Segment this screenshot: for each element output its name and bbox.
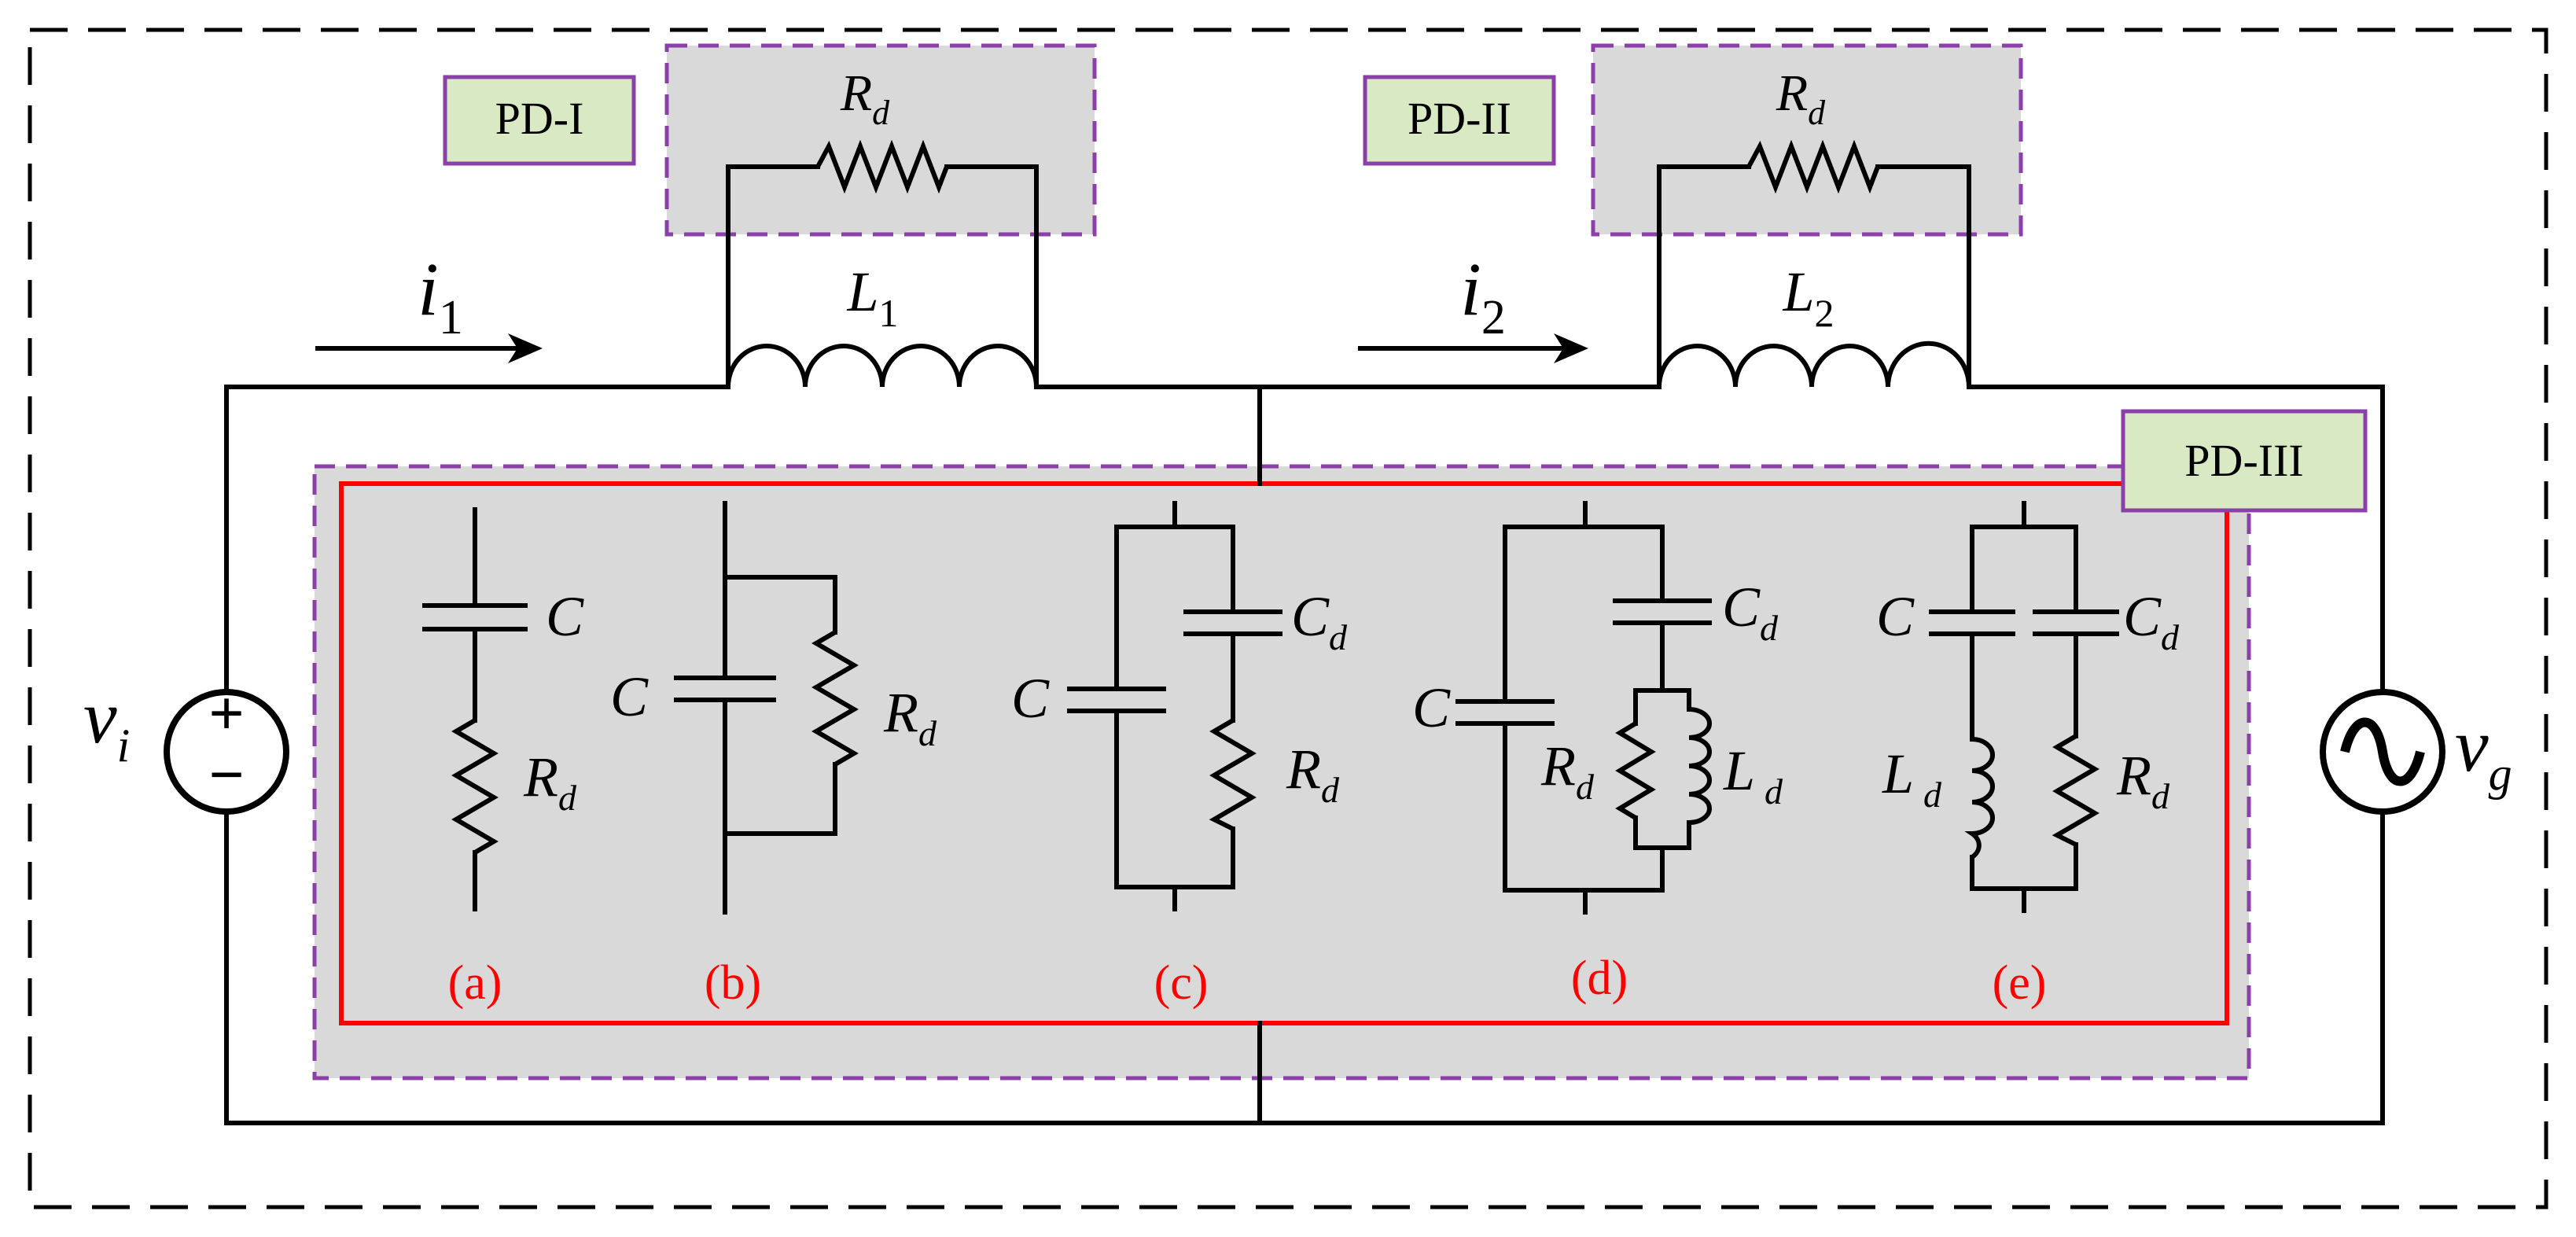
svg-text:PD-II: PD-II [1408,93,1511,144]
svg-text:−: − [208,741,245,810]
i1-arrow [315,333,543,363]
variant-e-cd-label: Cd [2123,585,2180,657]
damping-variants-box [339,481,2229,1025]
variant-c-c-label: C [1011,667,1050,730]
pd1-shade-box [664,43,1097,237]
variant-b-rd-label: Rd [883,681,937,753]
variant-a-tag: (a) [448,956,502,1010]
vg-ac-source [2320,689,2445,815]
variant-d-tag: (d) [1571,952,1628,1005]
variant-b-c-label: C [610,665,649,728]
outer-frame [28,28,2548,1209]
variant-b-tag: (b) [705,956,761,1010]
i2-arrow [1358,333,1588,363]
variant-a-circuit [422,507,528,911]
variant-d-rd-label: Rd [1540,734,1595,807]
variant-e-tag: (e) [1993,956,2047,1010]
pd3-label: PD-III [2121,409,2368,513]
i2-label: i2 [1460,247,1506,344]
variant-c-circuit [1067,501,1282,911]
svg-text:+: + [208,679,245,749]
l1-label: L1 [846,260,898,335]
rd2-resistor [1746,139,1880,194]
svg-text:PD-I: PD-I [495,93,584,144]
rd2-label: Rd [1776,64,1826,132]
variant-b-circuit [674,501,859,915]
variant-e-circuit [1929,501,2119,913]
variant-d-circuit [1455,501,1712,915]
pd3-shade-box [312,464,2251,1081]
rd1-resistor [815,139,949,194]
svg-text:PD-III: PD-III [2184,435,2303,486]
pd2-shade-box [1591,43,2023,237]
vi-voltage-source: + − [164,679,289,815]
l2-label: L2 [1782,260,1834,335]
variant-c-rd-label: Rd [1286,738,1340,810]
vg-label: vg [2455,703,2512,800]
vi-label: vi [83,675,130,771]
variant-c-tag: (c) [1154,956,1209,1010]
variant-d-cd-label: Cd [1722,576,1779,648]
main-wiring [224,164,2385,1125]
variant-a-c-label: C [546,585,584,648]
variant-a-rd-label: Rd [523,746,577,818]
variant-e-rd-label: Rd [2116,744,2170,816]
l1-inductor [726,344,1039,388]
i1-label: i1 [418,247,463,344]
l2-inductor [1657,341,1971,388]
variant-d-c-label: C [1412,676,1451,739]
variant-c-cd-label: Cd [1291,585,1348,657]
pd1-label: PD-I [443,75,636,166]
pd2-label: PD-II [1363,75,1556,166]
rd1-label: Rd [840,64,890,132]
variant-e-c-label: C [1876,585,1915,648]
